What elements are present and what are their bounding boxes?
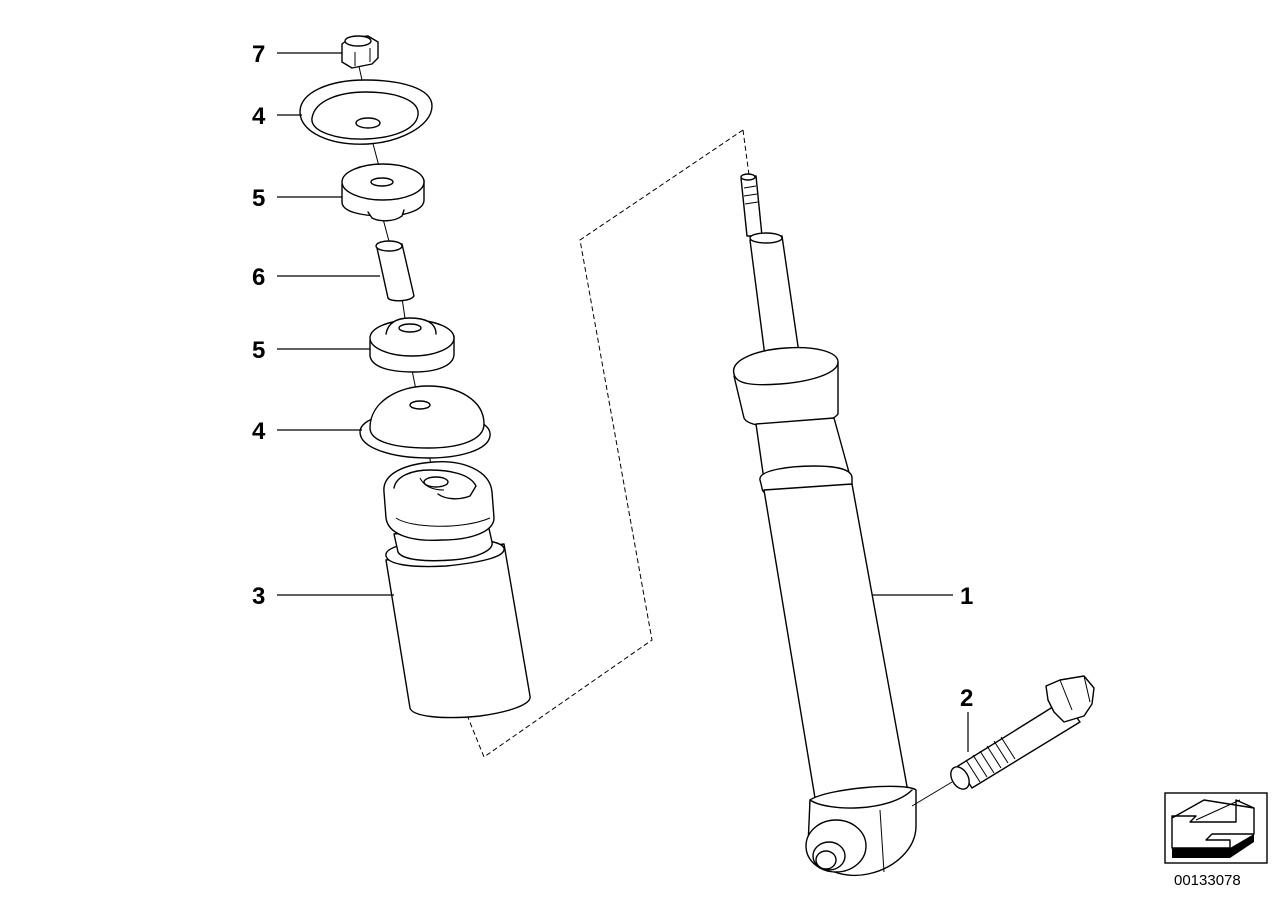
part-shock-absorber [733, 173, 917, 876]
part-label-3: 3 [252, 583, 265, 610]
part-label-7: 7 [252, 41, 265, 68]
part-spacer-sleeve [375, 240, 415, 302]
part-label-2: 2 [960, 685, 973, 712]
part-label-5-lower: 5 [252, 337, 265, 364]
arrow-left-down-icon [1171, 799, 1255, 858]
direction-indicator-box [1164, 792, 1268, 864]
part-protective-tube [383, 461, 531, 719]
leader-lines [277, 52, 969, 752]
assembly-dashed-outline [464, 129, 750, 758]
part-label-1: 1 [960, 583, 973, 610]
part-mount-plate-upper [299, 79, 433, 145]
diagram-reference-number: 00133078 [1174, 872, 1241, 889]
part-nut [341, 35, 379, 69]
bolt-axis-line [911, 781, 953, 807]
part-rubber-mount-upper [341, 163, 425, 222]
part-label-5-upper: 5 [252, 185, 265, 212]
part-hex-bolt [950, 675, 1095, 790]
part-mount-plate-lower [359, 385, 491, 459]
part-label-4-lower: 4 [252, 418, 266, 445]
part-rubber-mount-lower [369, 317, 455, 373]
part-label-6: 6 [252, 264, 265, 291]
part-label-4-upper: 4 [252, 103, 266, 130]
